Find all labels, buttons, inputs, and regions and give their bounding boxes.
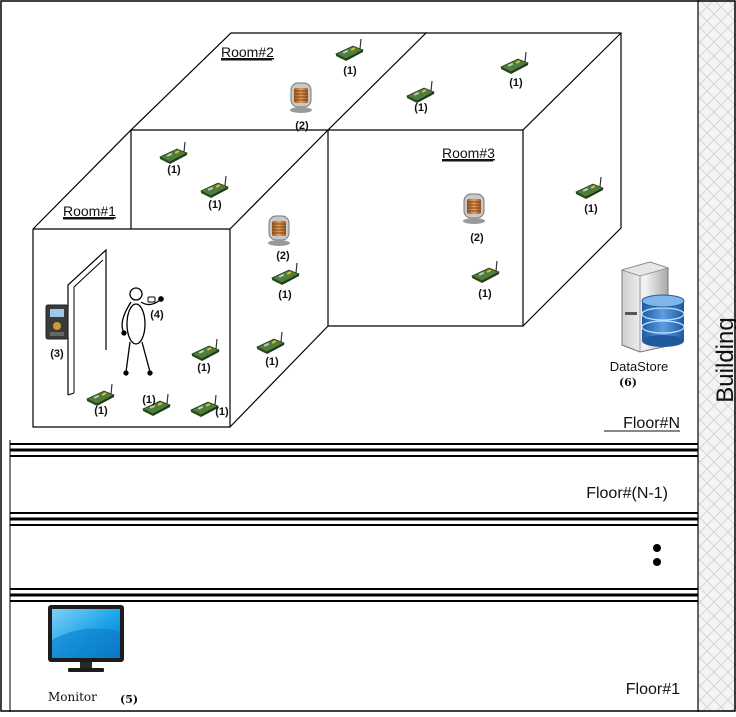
sensor-icon bbox=[86, 383, 115, 407]
door bbox=[67, 248, 107, 396]
heater-devices bbox=[267, 82, 486, 247]
datastore-tag: (6) bbox=[619, 376, 637, 389]
sensor-tag: (1) bbox=[215, 406, 229, 418]
sensor-icon bbox=[256, 331, 285, 355]
monitor-label: Monitor bbox=[48, 690, 97, 704]
sensor-icon bbox=[200, 175, 229, 199]
heater-icon bbox=[289, 82, 313, 114]
heater-tag: (2) bbox=[295, 120, 309, 132]
floor-label-second: Floor#(N-1) bbox=[586, 485, 668, 502]
sensor-tag: (1) bbox=[584, 203, 598, 215]
sensor-nodes bbox=[86, 38, 604, 418]
heater-icon bbox=[462, 193, 486, 225]
monitor-icon bbox=[48, 605, 124, 672]
sensor-icon bbox=[406, 80, 435, 104]
sensor-icon bbox=[575, 176, 604, 200]
sensor-tag: (1) bbox=[478, 288, 492, 300]
sensor-icon bbox=[335, 38, 364, 62]
person-icon bbox=[121, 287, 164, 376]
sensor-tag: (1) bbox=[343, 65, 357, 77]
sensor-icon bbox=[271, 262, 300, 286]
sensor-tag: (1) bbox=[509, 77, 523, 89]
access-reader-icon bbox=[45, 304, 69, 340]
more-floors-icon bbox=[653, 544, 661, 566]
sensor-icon bbox=[190, 394, 219, 418]
monitor-tag: (5) bbox=[120, 693, 138, 706]
sensor-tag: (1) bbox=[197, 362, 211, 374]
floor-label-bottom: Floor#1 bbox=[626, 681, 680, 698]
sensor-tag: (1) bbox=[167, 164, 181, 176]
floor-label-top: Floor#N bbox=[623, 415, 680, 432]
room-structure bbox=[32, 32, 622, 428]
heater-icon bbox=[267, 215, 291, 247]
sensor-tag: (1) bbox=[142, 394, 156, 406]
sensor-tag: (1) bbox=[414, 102, 428, 114]
datastore-database-icon bbox=[641, 294, 685, 347]
person-tag: (4) bbox=[150, 309, 164, 321]
sensor-icon bbox=[191, 338, 220, 362]
heater-tag: (2) bbox=[276, 250, 290, 262]
room-label-3: Room#3 bbox=[442, 145, 495, 161]
sensor-icon bbox=[159, 141, 188, 165]
floor-separators bbox=[9, 440, 698, 712]
room-label-2: Room#2 bbox=[221, 44, 274, 60]
heater-tag: (2) bbox=[470, 232, 484, 244]
access-reader-tag: (3) bbox=[50, 348, 64, 360]
sensor-icon bbox=[471, 260, 500, 284]
sensor-tag: (1) bbox=[278, 289, 292, 301]
room-label-1: Room#1 bbox=[63, 203, 116, 219]
sensor-tag: (1) bbox=[94, 405, 108, 417]
sensor-icon bbox=[500, 51, 529, 75]
datastore-label: DataStore bbox=[610, 359, 669, 374]
building-label: Building bbox=[712, 317, 736, 402]
sensor-tag: (1) bbox=[208, 199, 222, 211]
sensor-tag: (1) bbox=[265, 356, 279, 368]
